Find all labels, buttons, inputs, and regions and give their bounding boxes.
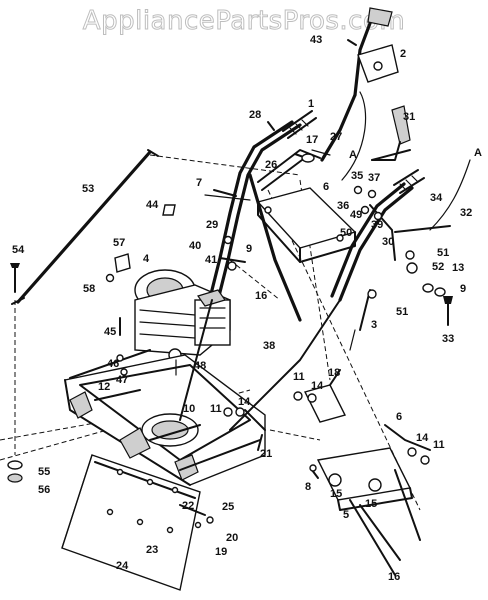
part-label-29: 29	[206, 219, 218, 231]
part-label-14-a: 14	[311, 380, 324, 392]
part-label-28: 28	[249, 109, 261, 121]
part-label-36: 36	[337, 200, 349, 212]
part-label-44: 44	[146, 199, 159, 211]
part-label-52: 52	[432, 261, 444, 273]
part-label-8: 8	[305, 481, 311, 493]
part-label-11-c: 11	[433, 439, 445, 451]
part-label-34: 34	[430, 192, 443, 204]
part-label-10: 10	[183, 403, 195, 415]
part-label-14-c: 14	[416, 432, 429, 444]
part-label-58: 58	[83, 283, 95, 295]
part-label-23: 23	[146, 544, 158, 556]
part-label-50: 50	[340, 227, 352, 239]
part-label-54: 54	[12, 244, 25, 256]
part-label-16: 16	[255, 290, 267, 302]
part-labels: 1 2 3 4 5 6 6 7 8 9 9 10 11 11 11 12 13 …	[12, 34, 482, 583]
part-label-12: 12	[98, 381, 110, 393]
part-label-33: 33	[442, 333, 454, 345]
part-label-31: 31	[403, 111, 415, 123]
part-label-7: 7	[196, 177, 202, 189]
part-label-A-right: A	[474, 147, 482, 159]
part-label-57: 57	[113, 237, 125, 249]
part-label-53: 53	[82, 183, 94, 195]
part-label-38: 38	[263, 340, 275, 352]
part-label-35: 35	[351, 170, 363, 182]
part-label-19: 19	[215, 546, 227, 558]
part-label-56: 56	[38, 484, 50, 496]
part-label-43: 43	[310, 34, 322, 46]
part-label-11-b: 11	[210, 403, 222, 415]
part-label-46: 46	[107, 358, 119, 370]
part-label-55: 55	[38, 466, 50, 478]
part-label-47: 47	[116, 374, 128, 386]
part-label-48: 48	[194, 360, 206, 372]
part-label-15-b: 15	[365, 498, 377, 510]
part-label-27: 27	[330, 131, 342, 143]
part-label-21: 21	[260, 448, 272, 460]
part-label-14-b: 14	[238, 396, 251, 408]
watermark-logo: AppliancePartsPros.com	[82, 6, 406, 37]
part-label-5: 5	[343, 509, 349, 521]
part-label-13: 13	[452, 262, 464, 274]
part-label-9-right: 9	[460, 283, 466, 295]
part-label-4: 4	[143, 253, 150, 265]
part-label-41: 41	[205, 254, 217, 266]
drawing	[0, 7, 471, 591]
part-label-6-lower: 6	[396, 411, 402, 423]
part-label-22: 22	[182, 500, 194, 512]
part-label-20: 20	[226, 532, 238, 544]
part-label-16-lower: 16	[388, 571, 400, 583]
part-label-17: 17	[306, 134, 318, 146]
part-label-51-b: 51	[396, 306, 408, 318]
part-label-45: 45	[104, 326, 116, 338]
part-label-A-left: A	[349, 149, 357, 161]
part-label-49: 49	[350, 209, 362, 221]
part-label-15-a: 15	[330, 488, 342, 500]
part-label-32: 32	[460, 207, 472, 219]
part-label-37: 37	[368, 172, 380, 184]
part-label-3: 3	[371, 319, 377, 331]
part-label-18: 18	[328, 367, 340, 379]
part-label-25: 25	[222, 501, 234, 513]
part-label-9: 9	[246, 243, 252, 255]
part-label-30: 30	[382, 236, 394, 248]
part-label-24: 24	[116, 560, 129, 572]
part-label-40: 40	[189, 240, 201, 252]
part-label-1: 1	[308, 98, 314, 110]
part-label-39: 39	[371, 219, 383, 231]
part-label-2: 2	[400, 48, 406, 60]
part-label-6: 6	[323, 181, 329, 193]
part-label-26: 26	[265, 159, 277, 171]
part-label-11-a: 11	[293, 371, 305, 383]
part-label-51-a: 51	[437, 247, 449, 259]
